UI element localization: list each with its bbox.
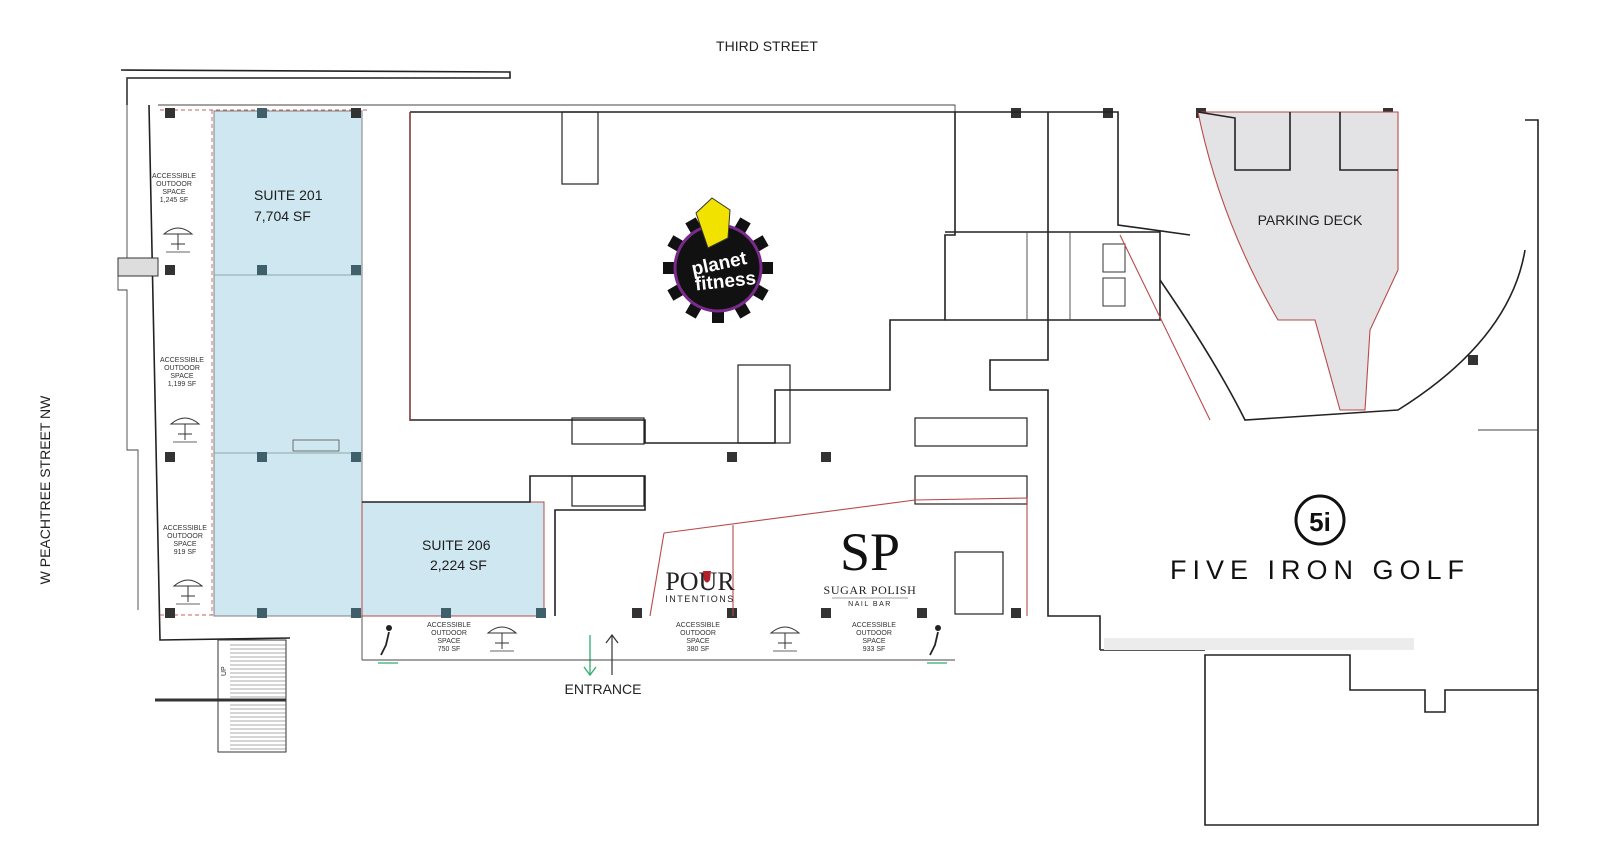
pour-intentions-logo: POUR INTENTIONS — [665, 567, 735, 604]
svg-text:1,245 SF: 1,245 SF — [160, 197, 188, 204]
building-outline — [117, 69, 956, 641]
svg-text:933 SF: 933 SF — [863, 646, 886, 653]
svg-text:ACCESSIBLE: ACCESSIBLE — [152, 173, 196, 180]
outdoor-space-4: ACCESSIBLE OUTDOOR SPACE 750 SF — [427, 622, 471, 653]
svg-text:SUGAR POLISH: SUGAR POLISH — [824, 583, 917, 597]
pedestrian-icon — [378, 625, 398, 664]
svg-text:ACCESSIBLE: ACCESSIBLE — [676, 622, 720, 629]
svg-text:SPACE: SPACE — [162, 189, 186, 196]
svg-text:OUTDOOR: OUTDOOR — [856, 630, 892, 637]
pedestrian-icon — [927, 625, 947, 664]
svg-text:OUTDOOR: OUTDOOR — [431, 630, 467, 637]
svg-text:SPACE: SPACE — [170, 373, 194, 380]
umbrella-table-icon — [162, 227, 194, 253]
planet-fitness-space[interactable] — [409, 111, 1028, 447]
stair-hatch — [117, 257, 159, 277]
umbrella-table-icon — [169, 417, 201, 443]
svg-text:SPACE: SPACE — [686, 638, 710, 645]
suite-206-name: SUITE 206 — [422, 537, 491, 553]
suite-201-area: 7,704 SF — [254, 208, 311, 224]
suite-206-area: 2,224 SF — [430, 557, 487, 573]
suite-206[interactable]: SUITE 206 2,224 SF — [361, 501, 545, 617]
entrance-label: ENTRANCE — [564, 681, 641, 697]
street-label-w-peachtree: W PEACHTREE STREET NW — [37, 395, 53, 585]
svg-text:POUR: POUR — [665, 567, 735, 596]
svg-text:NAIL BAR: NAIL BAR — [848, 601, 892, 608]
planet-fitness-logo: planet fitness — [663, 197, 773, 323]
suite-201[interactable]: SUITE 201 7,704 SF — [213, 110, 363, 617]
svg-text:ACCESSIBLE: ACCESSIBLE — [852, 622, 896, 629]
outdoor-space-2: ACCESSIBLE OUTDOOR SPACE 1,199 SF — [160, 357, 204, 388]
outdoor-space-3: ACCESSIBLE OUTDOOR SPACE 919 SF — [163, 525, 207, 556]
street-label-third: THIRD STREET — [716, 38, 818, 54]
svg-text:FIVE IRON GOLF: FIVE IRON GOLF — [1170, 555, 1470, 585]
svg-text:SPACE: SPACE — [173, 541, 197, 548]
svg-text:OUTDOOR: OUTDOOR — [156, 181, 192, 188]
suite-201-name: SUITE 201 — [254, 187, 323, 203]
svg-text:OUTDOOR: OUTDOOR — [167, 533, 203, 540]
umbrella-table-icon — [486, 626, 518, 652]
svg-text:INTENTIONS: INTENTIONS — [665, 594, 735, 604]
svg-text:750 SF: 750 SF — [438, 646, 461, 653]
outdoor-space-1: ACCESSIBLE OUTDOOR SPACE 1,245 SF — [152, 173, 196, 204]
stair-up-label: UP — [221, 666, 228, 676]
five-iron-golf-logo: 5i FIVE IRON GOLF — [1170, 494, 1470, 585]
svg-text:SP: SP — [840, 522, 900, 582]
svg-text:5i: 5i — [1309, 507, 1331, 537]
parking-deck-label: PARKING DECK — [1258, 212, 1363, 228]
svg-text:ACCESSIBLE: ACCESSIBLE — [160, 357, 204, 364]
svg-text:919 SF: 919 SF — [174, 549, 197, 556]
svg-text:OUTDOOR: OUTDOOR — [164, 365, 200, 372]
svg-text:SPACE: SPACE — [862, 638, 886, 645]
svg-text:380 SF: 380 SF — [687, 646, 710, 653]
sugar-polish-logo: SP SUGAR POLISH NAIL BAR — [824, 522, 917, 608]
entrance[interactable]: ENTRANCE — [564, 634, 642, 697]
svg-text:OUTDOOR: OUTDOOR — [680, 630, 716, 637]
svg-text:1,199 SF: 1,199 SF — [168, 381, 196, 388]
umbrella-table-icons — [162, 227, 801, 652]
outdoor-space-6: ACCESSIBLE OUTDOOR SPACE 933 SF — [852, 622, 896, 653]
stair-up: UP — [155, 639, 287, 753]
svg-text:SPACE: SPACE — [437, 638, 461, 645]
svg-text:ACCESSIBLE: ACCESSIBLE — [163, 525, 207, 532]
umbrella-table-icon — [172, 579, 204, 605]
svg-text:ACCESSIBLE: ACCESSIBLE — [427, 622, 471, 629]
core-walls — [362, 111, 1191, 650]
parking-deck[interactable]: PARKING DECK — [1197, 111, 1399, 411]
umbrella-table-icon — [769, 626, 801, 652]
outdoor-space-5: ACCESSIBLE OUTDOOR SPACE 380 SF — [676, 622, 720, 653]
five-iron-golf-space[interactable] — [1100, 119, 1539, 826]
